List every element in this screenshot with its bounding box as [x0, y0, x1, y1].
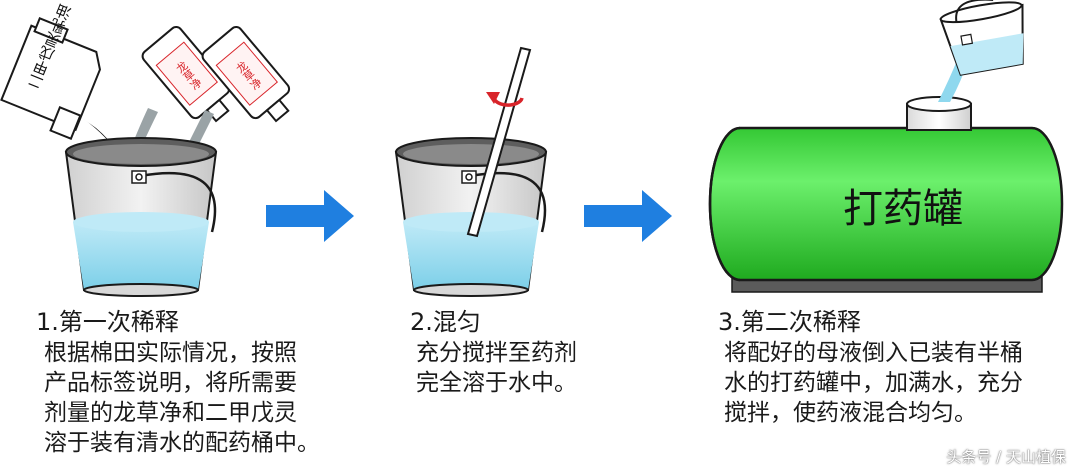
step3-line: 将配好的母液倒入已装有半桶 — [724, 340, 1023, 366]
watermark: 头条号 / 天山植保 — [946, 448, 1066, 466]
pouring-bucket-icon — [939, 0, 1024, 76]
step2-line: 完全溶于水中。 — [416, 370, 577, 396]
step1-line: 根据棉田实际情况，按照 — [44, 340, 297, 366]
step3-illustration: 打药罐 — [708, 0, 1064, 293]
spray-tank-icon: 打药罐 — [708, 96, 1064, 282]
right-arrow-icon — [584, 190, 672, 242]
bottle-icon: 龙草净 — [201, 26, 291, 123]
step2-illustration — [394, 46, 548, 297]
step2-line: 充分搅拌至药剂 — [416, 340, 577, 366]
step3-line: 搅拌，使药液混合均匀。 — [724, 400, 977, 426]
step1-title: 1.第一次稀释 — [36, 308, 179, 336]
right-arrow-icon — [266, 190, 354, 242]
step1-line: 产品标签说明，将所需要 — [44, 370, 297, 396]
bottle-pour-stream — [185, 110, 214, 150]
step3-title: 3.第二次稀释 — [718, 308, 861, 336]
step1-caption: 1.第一次稀释 根据棉田实际情况，按照 产品标签说明，将所需要 剂量的龙草净和二… — [36, 306, 320, 458]
tank-label: 打药罐 — [843, 186, 963, 232]
step1-line: 溶于装有清水的配药桶中。 — [44, 430, 320, 456]
step1-illustration: 二甲戊灵乳油 龙草净 龙草净 — [0, 2, 291, 297]
stir-rod-icon — [466, 46, 532, 238]
step3-caption: 3.第二次稀释 将配好的母液倒入已装有半桶 水的打药罐中，加满水，充分 搅拌，使… — [718, 306, 1023, 428]
step2-caption: 2.混匀 充分搅拌至药剂 完全溶于水中。 — [410, 306, 577, 398]
bucket-icon — [64, 137, 218, 297]
bucket-icon — [394, 137, 548, 297]
rotation-arrow-icon — [486, 92, 524, 107]
jug-icon: 二甲戊灵乳油 — [0, 2, 101, 141]
step3-line: 水的打药罐中，加满水，充分 — [724, 370, 1023, 396]
step2-title: 2.混匀 — [410, 308, 481, 336]
step1-line: 剂量的龙草净和二甲戊灵 — [44, 400, 297, 426]
